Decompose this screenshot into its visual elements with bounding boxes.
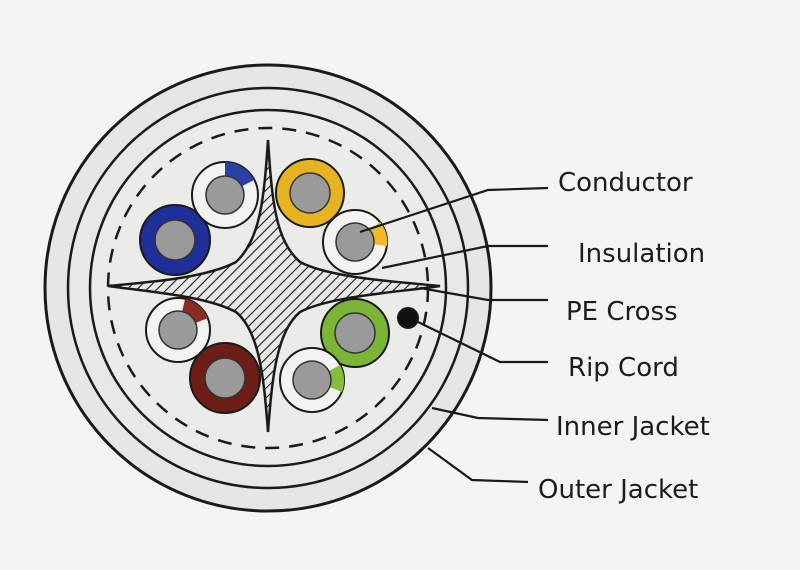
wire-brown-conductor <box>204 357 246 399</box>
label-outer-jacket: Outer Jacket <box>538 475 699 505</box>
leader-conductor <box>359 186 549 234</box>
leader-pe-cross <box>419 286 548 302</box>
leader-lines <box>359 186 549 484</box>
label-conductor: Conductor <box>558 168 693 198</box>
label-inner-jacket: Inner Jacket <box>556 412 710 442</box>
wire-orange-conductor <box>289 172 331 214</box>
wire-white-brown-conductor <box>158 310 198 350</box>
label-rip-cord: Rip Cord <box>568 353 679 383</box>
pair-green <box>279 298 390 413</box>
wire-green-conductor <box>334 312 376 354</box>
pair-brown <box>145 297 261 414</box>
label-pe-cross: PE Cross <box>566 297 678 327</box>
rip-cord <box>397 307 419 329</box>
leader-outer-jacket <box>427 447 529 484</box>
pe-cross <box>107 139 441 433</box>
wire-white-green-conductor <box>292 360 332 400</box>
leader-inner-jacket <box>431 406 549 422</box>
wire-white-blue-conductor <box>205 175 245 215</box>
leader-rip-cord <box>417 321 548 364</box>
pair-orange <box>275 158 388 275</box>
wire-white-orange-conductor <box>335 222 375 262</box>
leader-insulation <box>381 244 548 270</box>
pair-blue <box>139 161 259 276</box>
wire-blue-conductor <box>154 219 196 261</box>
label-insulation: Insulation <box>578 239 706 269</box>
